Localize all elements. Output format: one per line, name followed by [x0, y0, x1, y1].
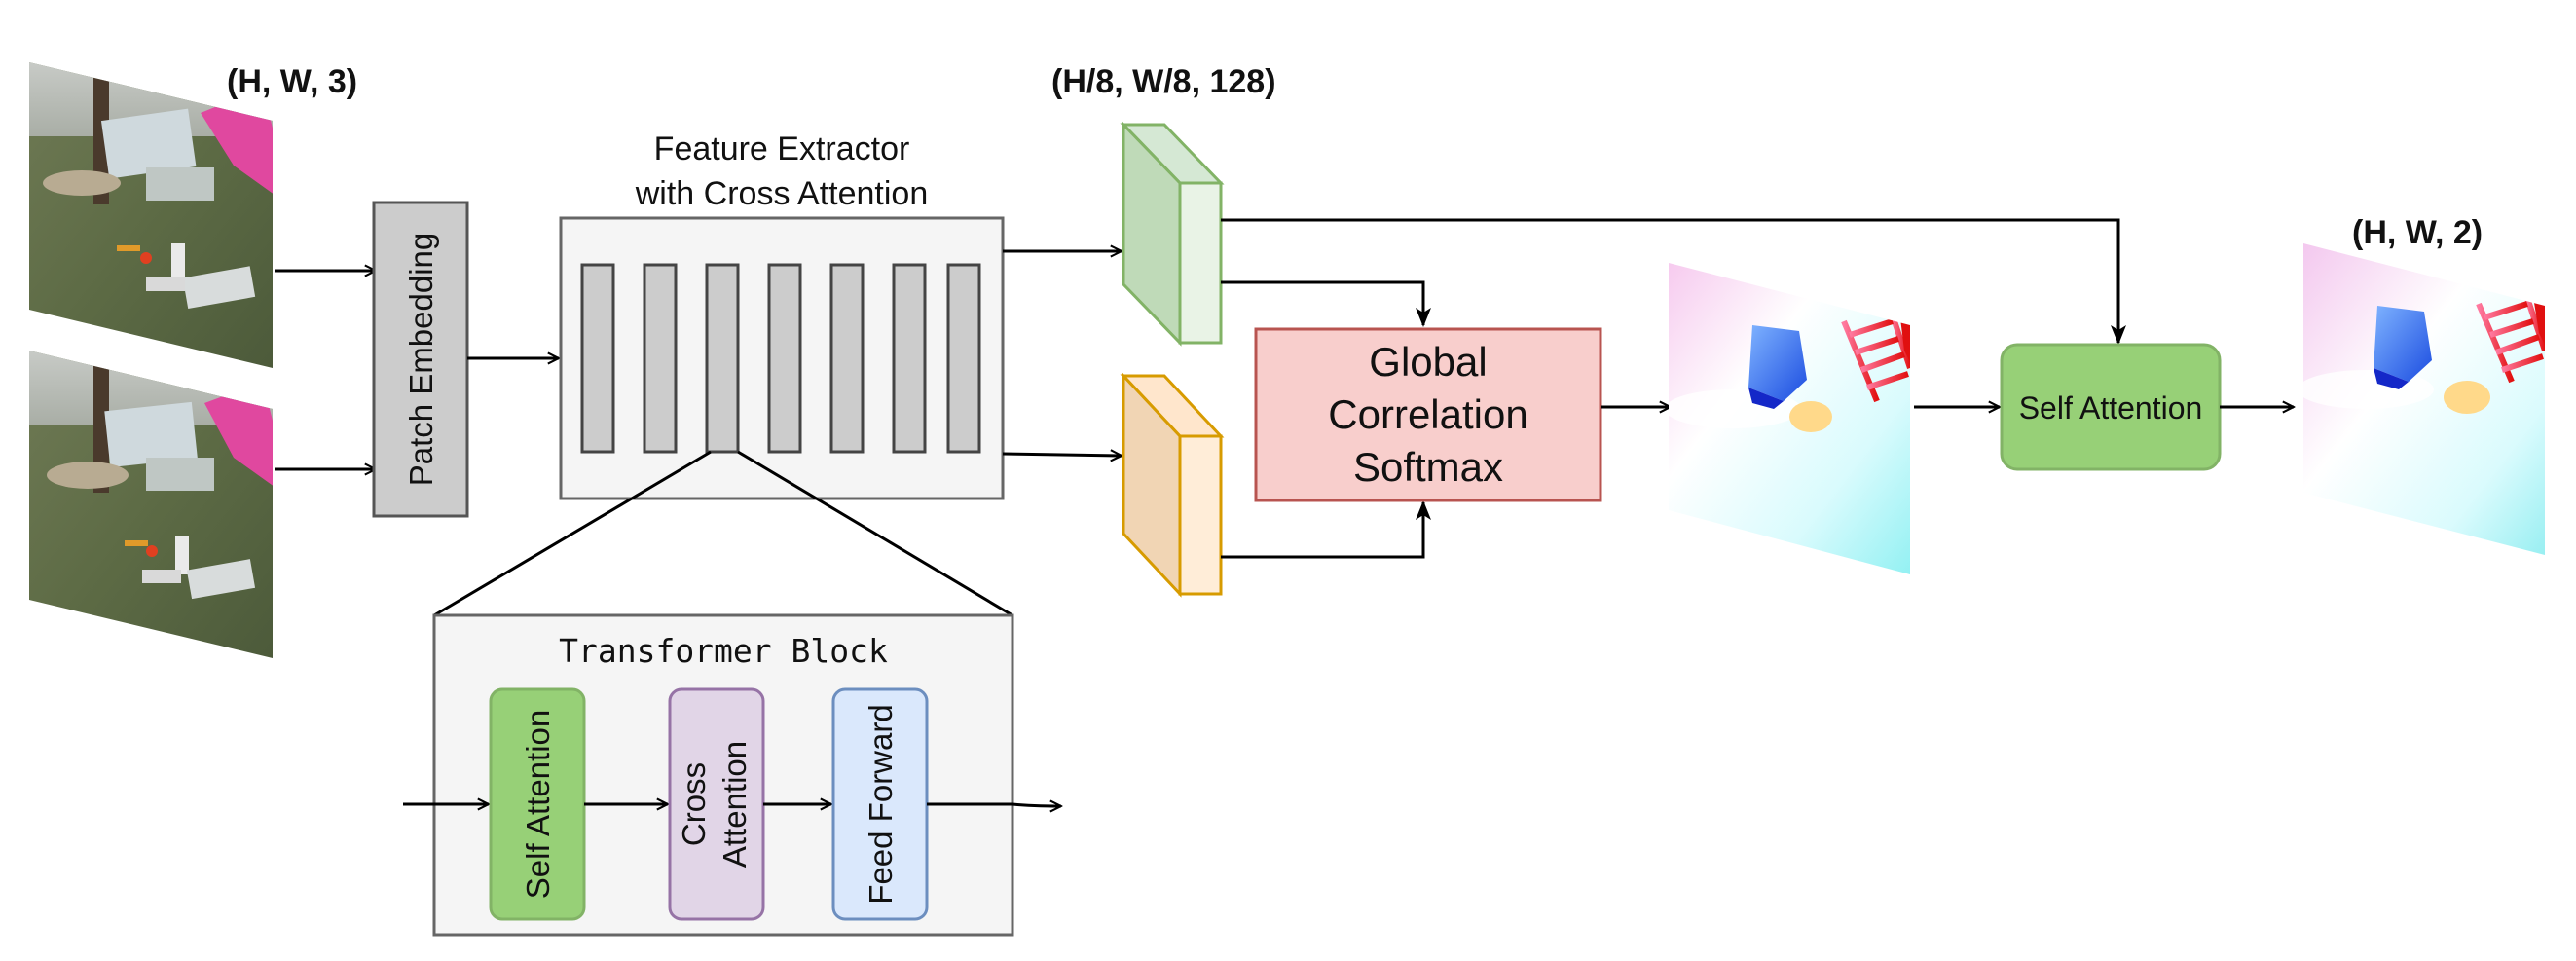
tb-self-attention-box: Self Attention — [489, 687, 586, 921]
global-label-3: Softmax — [1353, 444, 1503, 490]
self-attention-refine-label: Self Attention — [2019, 390, 2203, 425]
output-shape-label: (H, W, 2) — [2352, 214, 2483, 251]
tb-cross-attention-label-1: Cross — [676, 762, 712, 846]
arrow-extractor-to-feat2 — [1002, 454, 1122, 456]
input-image-1 — [29, 62, 273, 368]
global-correlation-softmax-box: Global Correlation Softmax — [1254, 327, 1602, 502]
input-image-2 — [29, 351, 273, 658]
tb-feed-forward-box: Feed Forward — [831, 687, 929, 921]
tb-cross-attention-label-2: Attention — [717, 741, 753, 868]
transformer-layer-6 — [892, 263, 927, 454]
feature-extractor-title-line2: with Cross Attention — [635, 175, 928, 212]
arrow-feat1-to-correlation — [1221, 280, 1431, 327]
feature-map-1 — [1120, 121, 1225, 347]
zoom-line-left — [433, 450, 712, 617]
transformer-layer-1 — [580, 263, 615, 454]
tb-cross-attention-box: Cross Attention — [668, 687, 765, 921]
global-label-2: Correlation — [1328, 391, 1527, 437]
self-attention-refine-box: Self Attention — [2000, 343, 2222, 471]
transformer-layer-3 — [705, 263, 740, 454]
arrow-feat1-to-self-attention — [1221, 218, 2126, 345]
arrow-out-of-ff — [927, 804, 1061, 806]
transformer-block-title: Transformer Block — [559, 632, 888, 670]
transformer-layer-7 — [946, 263, 981, 454]
transformer-layer-4 — [767, 263, 802, 454]
output-flow-image — [2303, 243, 2545, 555]
transformer-layer-2 — [643, 263, 678, 454]
transformer-layer-5 — [829, 263, 865, 454]
initial-flow-image — [1669, 263, 1910, 574]
arrow-feat2-to-correlation — [1221, 500, 1431, 559]
zoom-line-right — [737, 450, 1013, 617]
feature-extractor-block — [559, 216, 1005, 500]
patch-embedding-label: Patch Embedding — [403, 233, 439, 487]
tb-self-attention-label: Self Attention — [520, 710, 556, 899]
tb-feed-forward-label: Feed Forward — [863, 704, 899, 904]
patch-embedding-block: Patch Embedding — [372, 201, 469, 518]
global-label-1: Global — [1369, 339, 1487, 385]
feature-map-2 — [1120, 372, 1225, 598]
feature-shape-label: (H/8, W/8, 128) — [1051, 63, 1276, 100]
transformer-block-detail: Transformer Block Self Attention Cross A… — [403, 613, 1061, 937]
feature-extractor-title-line1: Feature Extractor — [654, 130, 910, 167]
input-shape-label: (H, W, 3) — [227, 63, 357, 100]
